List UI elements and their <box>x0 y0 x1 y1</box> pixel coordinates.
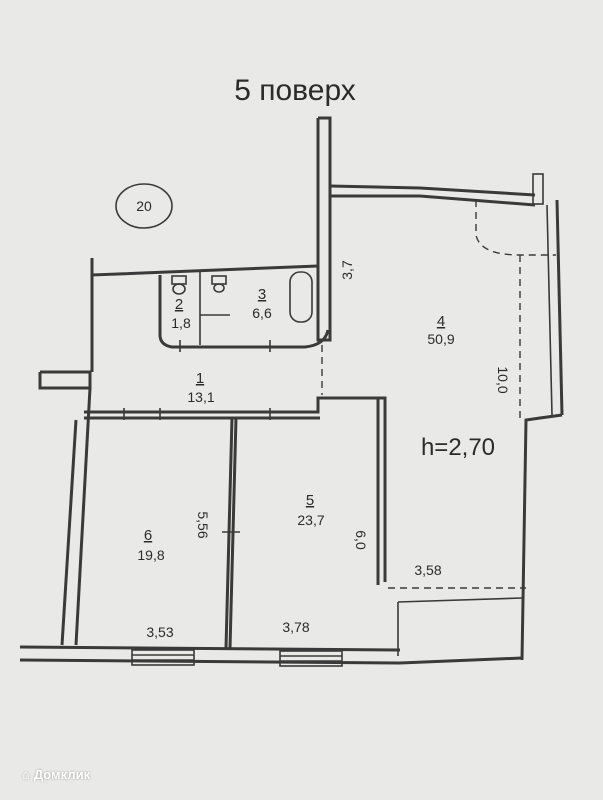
svg-text:19,8: 19,8 <box>137 547 164 563</box>
svg-text:5: 5 <box>306 492 314 509</box>
svg-text:6: 6 <box>144 527 152 544</box>
room-3-label: 3 6,6 <box>252 286 272 321</box>
floor-title: 5 поверх <box>234 74 356 107</box>
dimension-ticks <box>123 340 271 533</box>
svg-text:1: 1 <box>196 370 204 387</box>
apartment-number-badge: 20 <box>115 183 173 229</box>
svg-text:3: 3 <box>258 286 266 303</box>
room-4-label: 4 50,9 <box>427 313 454 347</box>
svg-text:4: 4 <box>437 313 445 330</box>
watermark: ⌂ Домклик <box>22 767 90 782</box>
ceiling-height: h=2,70 <box>421 434 495 461</box>
dimension-10-0: 10,0 <box>495 366 511 393</box>
toilet-icon <box>171 275 187 285</box>
sink-icon <box>211 275 227 285</box>
dimension-5-56: 5,56 <box>195 511 211 538</box>
watermark-text: Домклик <box>33 767 91 782</box>
room-6-label: 6 19,8 <box>137 527 164 563</box>
house-icon: ⌂ <box>22 767 30 782</box>
dimension-3-78: 3,78 <box>282 619 309 635</box>
svg-text:6,6: 6,6 <box>252 305 272 321</box>
svg-text:50,9: 50,9 <box>427 331 454 347</box>
bathtub-icon <box>289 271 313 323</box>
room-5-label: 5 23,7 <box>297 492 324 528</box>
dimension-6-0: 6,0 <box>353 530 369 550</box>
dimension-3-7: 3,7 <box>339 260 355 280</box>
apartment-number: 20 <box>136 198 152 214</box>
dimension-3-58: 3,58 <box>414 562 441 578</box>
bathroom-block <box>158 271 330 349</box>
windows <box>131 649 343 667</box>
room-2-label: 2 1,8 <box>171 296 191 331</box>
svg-text:13,1: 13,1 <box>187 389 214 405</box>
svg-text:2: 2 <box>175 296 183 313</box>
svg-text:1,8: 1,8 <box>171 315 191 331</box>
svg-text:23,7: 23,7 <box>297 512 324 528</box>
dimension-3-53: 3,53 <box>146 624 173 640</box>
balcony-post <box>532 173 544 205</box>
outer-walls <box>19 116 564 665</box>
inner-walls <box>84 200 556 656</box>
room-1-label: 1 13,1 <box>187 370 214 405</box>
